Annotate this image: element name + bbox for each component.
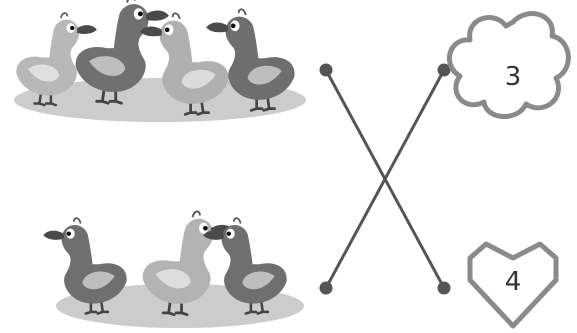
duck-group-top <box>14 0 306 122</box>
flower-number: 3 <box>505 62 522 92</box>
match-line-bottom-to-top <box>324 69 446 289</box>
duck-group-bottom <box>43 210 304 328</box>
ground-patch-top <box>14 78 306 122</box>
flower-answer[interactable]: 3 <box>447 11 571 119</box>
dot-top-right[interactable] <box>437 63 451 77</box>
dot-bottom-right[interactable] <box>437 281 451 295</box>
dot-top-left[interactable] <box>319 63 333 77</box>
heart-number: 4 <box>505 267 522 297</box>
flower-icon <box>447 11 571 119</box>
heart-answer[interactable]: 4 <box>467 241 559 329</box>
heart-icon <box>467 241 559 329</box>
dot-bottom-left[interactable] <box>319 281 333 295</box>
